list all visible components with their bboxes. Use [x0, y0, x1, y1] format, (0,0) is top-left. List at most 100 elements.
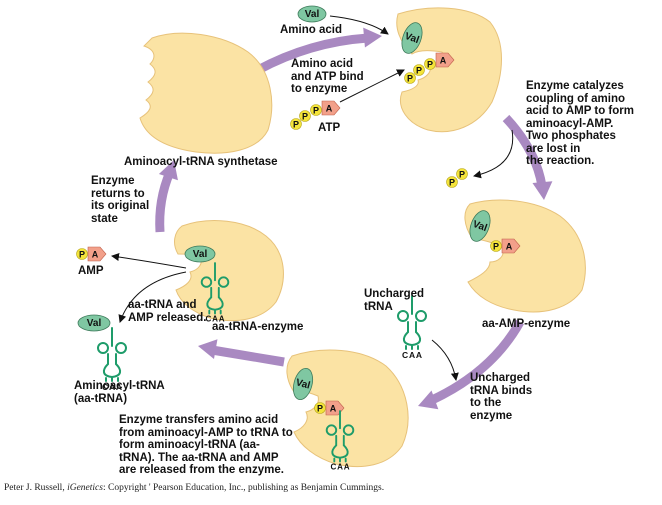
returning-trna-anticodon-1: C	[205, 315, 211, 324]
returning-trna-anticodon-loop	[206, 296, 224, 311]
cycle-arrow-5	[155, 170, 175, 233]
cycle-arrow-4	[211, 345, 285, 367]
released-aa-trna-anticodon-1: C	[102, 382, 108, 392]
bound-phosphate-2-text: P	[416, 66, 422, 76]
atp-phosphate-2	[299, 110, 311, 122]
pyrophosphate-1	[446, 176, 458, 188]
bound-phosphate-1	[404, 72, 416, 84]
atp-arrow	[339, 69, 405, 103]
atp-adenosine	[321, 100, 341, 116]
bound-valine-shape	[401, 22, 423, 54]
credit-author: Peter J. Russell,	[4, 483, 65, 493]
released-aa-trna-t-loop	[115, 342, 127, 354]
uncharged-trna-t-loop	[415, 310, 427, 322]
free-valine: Val	[297, 5, 327, 23]
credit-book: iGenetics	[67, 483, 103, 493]
atp-phosphate-1	[290, 118, 302, 130]
catalyze-step-label: Enzyme catalyzes coupling of amino acid …	[526, 80, 634, 167]
pyrophosphate-2-text: P	[459, 170, 465, 180]
uncharged-trna-d-loop	[397, 310, 409, 322]
cycle-arrow-3	[430, 319, 524, 405]
atp-phosphate-3	[310, 104, 322, 116]
aa-trna-enzyme-label: aa-tRNA-enzyme	[212, 321, 304, 333]
cycle-arrow-head-2	[532, 181, 553, 200]
released-aa-trna-anticodon-bases	[105, 377, 119, 382]
aa-amp-adenosine-text: A	[506, 242, 513, 252]
cycle-arrow-1	[255, 33, 369, 74]
bound-valine: Val	[401, 22, 423, 54]
returning-trna-t-loop	[217, 276, 230, 288]
synthetase-label: Aminoacyl-tRNA synthetase	[124, 156, 278, 168]
released-aa-trna-valine: Val	[77, 314, 111, 332]
pyrophosphate-1-text: P	[449, 178, 455, 188]
enzyme-free	[139, 32, 273, 154]
bind-step-label: Amino acid and ATP bind to enzyme	[291, 58, 364, 95]
transfer-valine-shape	[292, 367, 314, 401]
cycle-arrow-head-1	[363, 27, 382, 48]
uncharged-trna-label: Uncharged tRNA	[364, 288, 425, 313]
atp-label: ATP	[318, 122, 341, 134]
bound-trna-anticodon-bases	[333, 457, 347, 463]
released-amp-phosphate	[76, 248, 88, 260]
aa-amp-valine-text: Val	[471, 219, 489, 234]
cycle-arrow-head-3	[418, 390, 439, 410]
cycle-arrow-head-5	[158, 160, 178, 181]
released-amp-adenosine	[87, 246, 107, 262]
bound-valine-text: Val	[403, 31, 421, 46]
aa-amp-enzyme-label: aa-AMP-enzyme	[482, 318, 571, 330]
released-amp-phosphate-text: P	[79, 250, 85, 260]
credit-rest: : Copyright ' Pearson Education, Inc., p…	[102, 483, 385, 493]
released-step-label: aa-tRNA and AMP released.	[128, 299, 207, 324]
aa-amp-valine-shape	[469, 210, 491, 242]
aminoacyl-trna-label: Aminoacyl-tRNA (aa-tRNA)	[74, 380, 165, 405]
bound-phosphate-3-text: P	[427, 60, 433, 70]
uncharged-trna-anticodon-loop	[402, 331, 422, 347]
uncharged-trna-anticodon-bases	[405, 345, 419, 350]
bound-trna-anticodon-1: C	[330, 463, 336, 472]
transfer-valine-text: Val	[294, 377, 311, 391]
released-aa-trna-anticodon-3: A	[116, 382, 122, 392]
bound-trna-anticodon-2: A	[337, 463, 343, 472]
returning-valine: Val	[184, 245, 216, 263]
free-valine-text: Val	[305, 9, 320, 20]
bound-phosphate-2	[413, 64, 425, 76]
aa-amp-phosphate-text: P	[493, 242, 499, 252]
atp-phosphate-3-text: P	[313, 106, 319, 116]
bound-phosphate-3	[424, 58, 436, 70]
amino-acid-label: Amino acid	[280, 24, 342, 36]
aa-amp-valine: Val	[469, 210, 491, 242]
aa-amp-phosphate	[490, 240, 502, 252]
transfer-phosphate	[314, 402, 326, 414]
transfer-phosphate-text: P	[317, 404, 323, 414]
returning-trna-stem	[210, 286, 220, 299]
transfer-adenosine-text: A	[330, 404, 337, 414]
enzyme-bound-atp	[396, 7, 502, 133]
returning-trna-anticodon-bases	[208, 309, 222, 315]
bound-phosphate-1-text: P	[407, 74, 413, 84]
returning-valine-shape	[184, 245, 216, 263]
uncharged-trna-anticodon-3: A	[416, 350, 422, 360]
atp-phosphate-1-text: P	[293, 120, 299, 130]
bound-trna-anticodon-loop	[331, 444, 349, 459]
pyrophosphate-2	[456, 168, 468, 180]
bound-trna-t-loop	[342, 424, 355, 436]
atp-phosphate-2-text: P	[302, 112, 308, 122]
released-aa-trna-d-loop	[97, 342, 109, 354]
pyrophosphate-arrow	[473, 129, 514, 179]
amino-acid-arrow	[329, 15, 389, 35]
released-aa-trna-anticodon-2: A	[109, 382, 115, 392]
cycle-arrow-head-4	[198, 339, 218, 359]
aa-trna-release-arrow	[118, 271, 187, 323]
atp-adenosine-text: A	[326, 104, 333, 114]
returning-valine-text: Val	[193, 249, 208, 260]
uncharged-trna-anticodon-1: C	[402, 350, 408, 360]
released-aa-trna-valine-shape	[77, 314, 111, 332]
uncharged-trna-arrow	[431, 339, 459, 381]
released-aa-trna-valine-text: Val	[87, 318, 102, 329]
uncharged-trna-anticodon-2: A	[409, 350, 415, 360]
